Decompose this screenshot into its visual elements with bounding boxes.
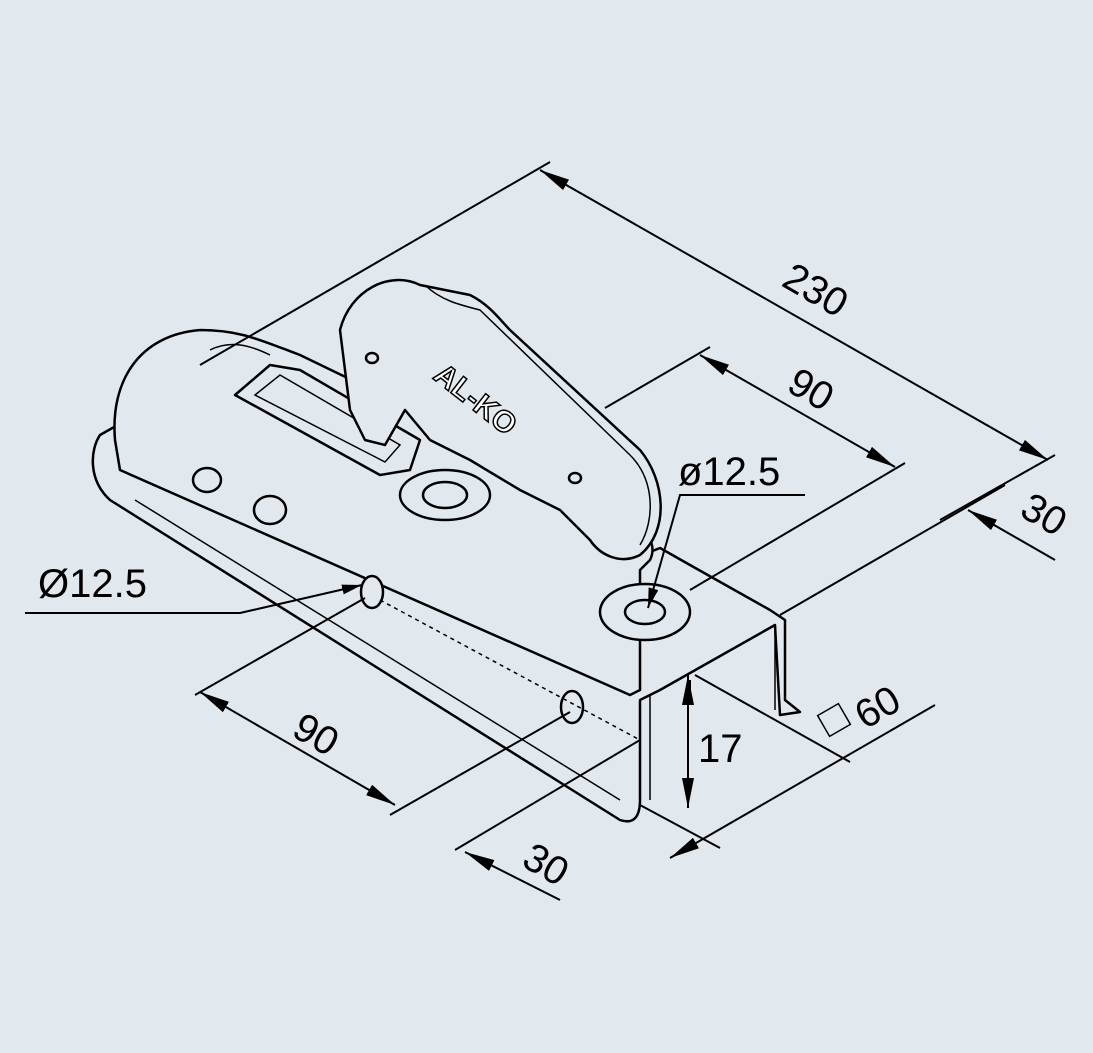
dim-90-top: 90 bbox=[781, 360, 842, 420]
dim-17: 17 bbox=[698, 727, 743, 771]
dim-60: 60 bbox=[848, 677, 909, 737]
dim-hole-diameter-side: Ø12.5 bbox=[38, 562, 147, 606]
dim-line-90-top bbox=[699, 354, 896, 468]
dim-line-60 bbox=[669, 704, 936, 859]
coupling-body: AL-KO bbox=[91, 278, 802, 823]
dim-30-bottom: 30 bbox=[516, 835, 577, 895]
dim-line-30-bottom bbox=[464, 851, 561, 901]
dim-line-90-bottom bbox=[199, 691, 396, 806]
dim-line-30-right bbox=[967, 509, 1056, 561]
handle bbox=[338, 278, 662, 561]
dim-230: 230 bbox=[776, 255, 856, 326]
dim-hole-diameter-top: ø12.5 bbox=[678, 450, 780, 494]
dim-line-230 bbox=[539, 169, 1049, 461]
square-symbol-icon bbox=[816, 702, 852, 738]
housing bbox=[113, 328, 654, 697]
dim-30-right: 30 bbox=[1014, 485, 1075, 545]
dim-90-bottom: 90 bbox=[286, 705, 347, 765]
